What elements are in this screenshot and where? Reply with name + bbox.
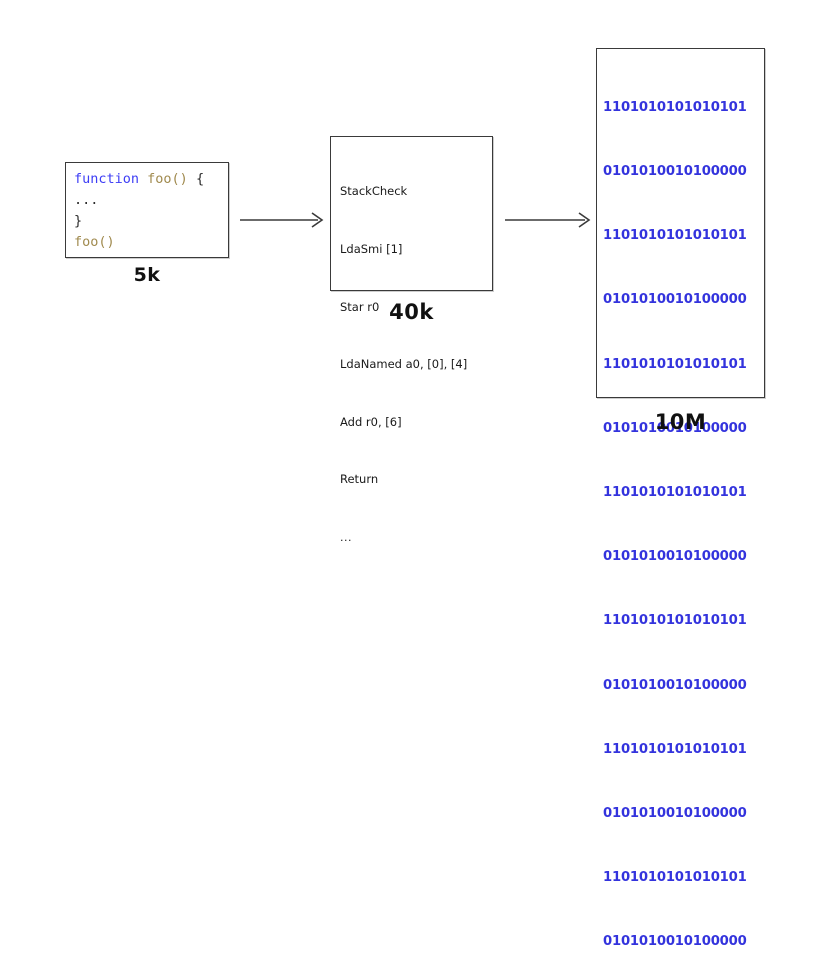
binary-row: 0101010010100000 [603, 677, 747, 693]
code-body-ellipsis: ... [74, 192, 99, 208]
binary-row: 1101010101010101 [603, 741, 747, 757]
bytecode-listing: StackCheck LdaSmi [1] Star r0 LdaNamed a… [340, 144, 467, 586]
bytecode-instruction: StackCheck [340, 184, 408, 199]
binary-row: 0101010010100000 [603, 934, 747, 950]
source-code-box: function foo() { ... } foo() [65, 162, 229, 258]
code-function-call: foo() [74, 234, 115, 250]
machine-code-box: 1101010101010101 0101010010100000 110101… [596, 48, 765, 949]
source-code-text: function foo() { ... } foo() [74, 169, 204, 253]
code-keyword: function [74, 171, 140, 187]
machine-code-binary-text: 1101010101010101 0101010010100000 110101… [603, 54, 760, 960]
arrow-source-to-bytecode [240, 212, 324, 228]
diagram-canvas: function foo() { ... } foo() 5k StackChe… [65, 48, 765, 949]
code-open-brace: { [195, 171, 205, 187]
bytecode-instruction: LdaNamed a0, [0], [4] [340, 357, 468, 372]
bytecode-instruction: Star r0 [340, 299, 380, 314]
binary-row: 0101010010100000 [603, 549, 747, 565]
binary-row: 0101010010100000 [603, 806, 747, 822]
source-size-caption: 5k [133, 264, 161, 286]
bytecode-instruction: Return [340, 472, 379, 487]
bytecode-box: StackCheck LdaSmi [1] Star r0 LdaNamed a… [330, 136, 493, 544]
binary-row: 1101010101010101 [603, 356, 747, 372]
binary-row: 1101010101010101 [603, 613, 747, 629]
bytecode-size-caption: 40k [389, 300, 434, 324]
bytecode-instruction: LdaSmi [1] [340, 242, 403, 257]
binary-row: 0101010010100000 [603, 420, 747, 436]
binary-row: 0101010010100000 [603, 164, 747, 180]
arrow-bytecode-to-machinecode [505, 212, 591, 228]
bytecode-instruction-ellipsis: ... [340, 531, 352, 545]
binary-row: 1101010101010101 [603, 99, 747, 115]
binary-row: 1101010101010101 [603, 485, 747, 501]
binary-row: 1101010101010101 [603, 870, 747, 886]
code-function-name: foo() [139, 171, 196, 187]
code-close-brace: } [74, 213, 83, 229]
binary-row: 1101010101010101 [603, 228, 747, 244]
bytecode-instruction: Add r0, [6] [340, 414, 402, 429]
binary-row: 0101010010100000 [603, 292, 747, 308]
machine-code-size-caption: 10M [654, 410, 707, 434]
